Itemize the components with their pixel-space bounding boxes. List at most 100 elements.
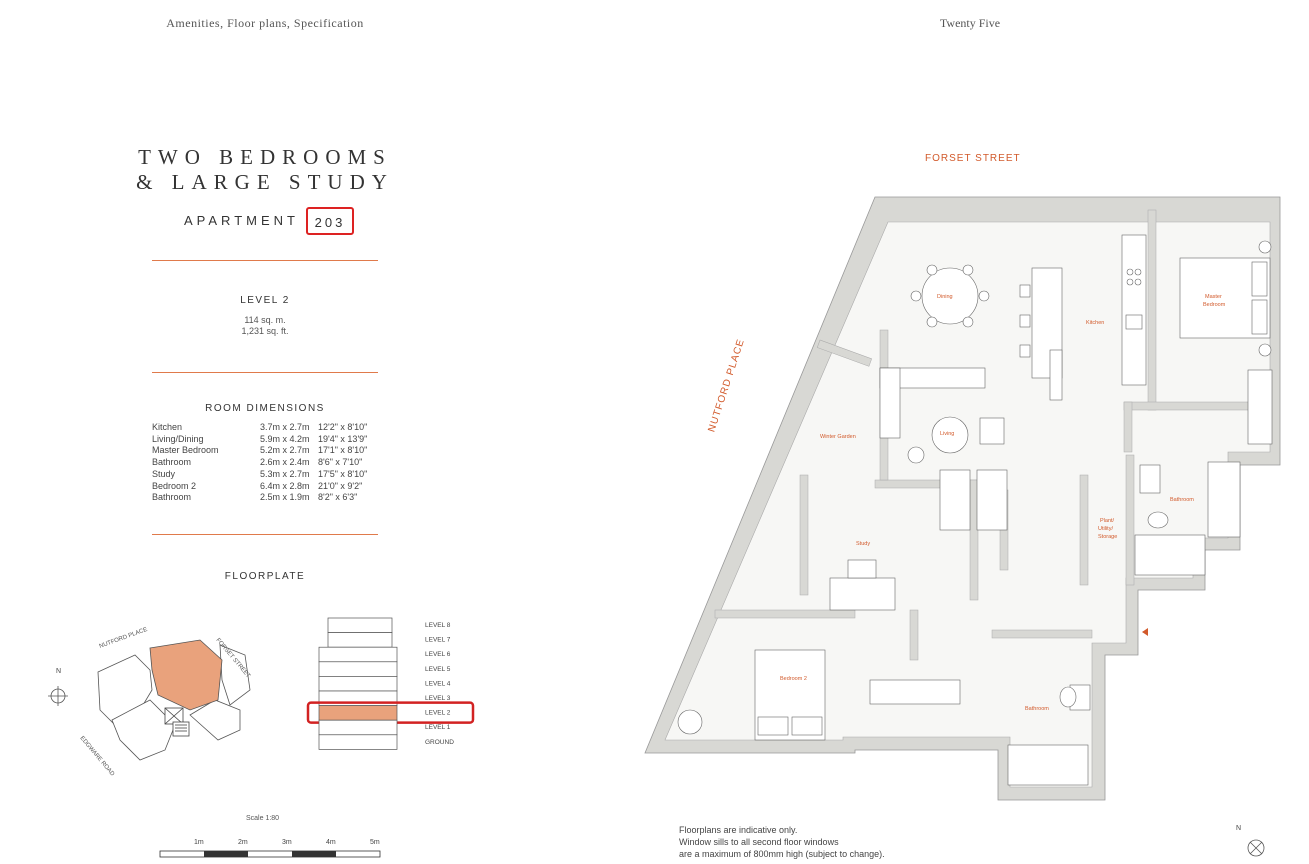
area-sqm: 114 sq. m. bbox=[244, 315, 286, 325]
level-block bbox=[318, 661, 398, 677]
level-block bbox=[318, 734, 398, 750]
floorplate-title: FLOORPLATE bbox=[224, 571, 306, 582]
room-label-master-1: Master bbox=[1205, 294, 1222, 300]
apartment-floor-plan: Dining Kitchen Master Bedroom Winter Gar… bbox=[644, 196, 1281, 801]
room-dimensions-title: ROOM DIMENSIONS bbox=[205, 403, 325, 414]
room-room: Bathroom bbox=[152, 492, 192, 503]
note-line-1: Floorplans are indicative only. bbox=[679, 825, 798, 835]
floorplate-street-nutford: NUTFORD PLACE bbox=[99, 627, 149, 650]
room-room: Bedroom 2 bbox=[152, 480, 197, 491]
floorplan-notes: Floorplans are indicative only. Window s… bbox=[679, 824, 939, 860]
dining-table bbox=[910, 264, 990, 328]
room-metric: 5.3m x 2.7m bbox=[260, 468, 310, 479]
site-buildings bbox=[97, 644, 251, 761]
room-room: Living/Dining bbox=[152, 433, 204, 444]
room-room: Master Bedroom bbox=[152, 445, 219, 456]
floorplate-north-label: N bbox=[56, 668, 61, 675]
level-block bbox=[327, 617, 393, 633]
room-label-bedroom-2: Bedroom 2 bbox=[780, 676, 807, 682]
room-imperial: 19'4" x 13'9" bbox=[318, 433, 368, 444]
room-label-study: Study bbox=[856, 541, 870, 547]
room-label-bathroom-2: Bathroom bbox=[1025, 706, 1049, 712]
level-label: LEVEL 3 bbox=[425, 695, 451, 702]
level-block bbox=[327, 632, 393, 648]
note-line-3: are a maximum of 800mm high (subject to … bbox=[679, 849, 885, 859]
room-metric: 5.9m x 4.2m bbox=[260, 433, 310, 444]
room-label-bathroom-1: Bathroom bbox=[1170, 497, 1194, 503]
apartment-type-title-line2: & LARGE STUDY bbox=[136, 170, 394, 194]
note-line-2: Window sills to all second floor windows bbox=[679, 837, 839, 847]
level-block bbox=[318, 719, 398, 736]
forset-street-label: FORSET STREET bbox=[925, 153, 1021, 164]
room-row: Bedroom 2 6.4m x 2.8m 21'0" x 9'2" bbox=[152, 481, 367, 493]
room-label-living: Living bbox=[940, 431, 954, 437]
room-label-plant-1: Plant/ bbox=[1100, 518, 1115, 524]
scale-tick-label: 2m bbox=[238, 839, 248, 846]
bedroom-2-bed bbox=[677, 649, 961, 741]
room-row: Kitchen 3.7m x 2.7m 12'2" x 8'10" bbox=[152, 422, 367, 434]
level-stack: LEVEL 8 LEVEL 7 LEVEL 6 LEVEL 5 LEVEL 4 LEVEL… bbox=[306, 617, 475, 750]
room-imperial: 8'6" x 7'10" bbox=[318, 457, 363, 468]
room-imperial: 17'5" x 8'10" bbox=[318, 468, 368, 479]
level-label: LEVEL 5 bbox=[425, 666, 451, 673]
level-label: LEVEL 4 bbox=[425, 680, 451, 687]
floorplate-diagram: N NUTFORD PLACE FORSET STREET EDGWARE RO… bbox=[48, 617, 475, 778]
building-footprint-highlight bbox=[149, 639, 223, 711]
room-row: Study 5.3m x 2.7m 17'5" x 8'10" bbox=[152, 469, 367, 481]
bathroom-fixtures bbox=[1007, 461, 1241, 786]
room-label-kitchen: Kitchen bbox=[1086, 320, 1104, 326]
room-row: Bathroom 2.5m x 1.9m 8'2" x 6'3" bbox=[152, 492, 367, 504]
document-section-header: Amenities, Floor plans, Specification bbox=[166, 16, 364, 30]
study-desk bbox=[829, 469, 1008, 611]
divider bbox=[152, 534, 378, 535]
room-metric: 2.6m x 2.4m bbox=[260, 457, 310, 468]
room-metric: 6.4m x 2.8m bbox=[260, 480, 310, 491]
apartment-type-title-line1: TWO BEDROOMS bbox=[138, 145, 392, 169]
level-label: LEVEL 1 bbox=[425, 724, 451, 731]
area-sqft: 1,231 sq. ft. bbox=[241, 326, 289, 336]
entrance-arrow-icon bbox=[1142, 628, 1148, 636]
scale-tick-label: 3m bbox=[282, 839, 292, 846]
level-label: LEVEL 2 bbox=[425, 710, 451, 717]
level-label: GROUND bbox=[425, 739, 454, 746]
level-label: LEVEL 7 bbox=[425, 637, 451, 644]
room-label-dining: Dining bbox=[937, 294, 953, 300]
room-room: Bathroom bbox=[152, 457, 192, 468]
level-title: LEVEL 2 bbox=[240, 295, 290, 306]
room-metric: 3.7m x 2.7m bbox=[260, 422, 310, 432]
room-row: Master Bedroom 5.2m x 2.7m 17'1" x 8'10" bbox=[152, 445, 367, 457]
level-block bbox=[318, 676, 398, 692]
compass-icon bbox=[48, 686, 68, 706]
room-imperial: 17'1" x 8'10" bbox=[318, 445, 368, 456]
room-imperial: 21'0" x 9'2" bbox=[318, 480, 363, 491]
room-metric: 2.5m x 1.9m bbox=[260, 492, 310, 503]
divider bbox=[152, 372, 378, 373]
room-dimensions-table: Kitchen 3.7m x 2.7m 12'2" x 8'10" Living/Di… bbox=[152, 422, 367, 504]
level-label: LEVEL 6 bbox=[425, 651, 451, 658]
room-metric: 5.2m x 2.7m bbox=[260, 445, 310, 456]
scale-tick-label: 1m bbox=[194, 839, 204, 846]
room-row: Living/Dining 5.9m x 4.2m 19'4" x 13'9" bbox=[152, 434, 367, 446]
room-room: Study bbox=[152, 468, 176, 479]
apartment-label: APARTMENT bbox=[184, 213, 299, 228]
level-block bbox=[318, 646, 398, 663]
room-room: Kitchen bbox=[152, 422, 183, 432]
plan-north-label: N bbox=[1236, 825, 1242, 832]
room-label-master-2: Bedroom bbox=[1203, 302, 1226, 308]
room-label-plant-3: Storage bbox=[1098, 534, 1117, 540]
room-imperial: 8'2" x 6'3" bbox=[318, 492, 358, 503]
floorplate-street-edgware: EDGWARE ROAD bbox=[78, 735, 115, 778]
document-brand-header: Twenty Five bbox=[939, 16, 1001, 30]
room-row: Bathroom 2.6m x 2.4m 8'6" x 7'10" bbox=[152, 457, 367, 469]
scale-tick-label: 4m bbox=[326, 839, 336, 846]
compass-icon bbox=[1247, 839, 1265, 857]
scale-bar: 1m 2m 3m 4m 5m bbox=[159, 839, 381, 858]
scale-tick-label: 5m bbox=[370, 839, 380, 846]
living-sofa bbox=[879, 367, 1005, 464]
core-icon bbox=[164, 707, 190, 737]
level-label: LEVEL 8 bbox=[425, 622, 451, 629]
room-label-plant-2: Utility/ bbox=[1098, 526, 1113, 532]
room-imperial: 12'2" x 8'10" bbox=[318, 422, 368, 432]
level-block bbox=[318, 705, 398, 721]
divider bbox=[152, 260, 378, 261]
